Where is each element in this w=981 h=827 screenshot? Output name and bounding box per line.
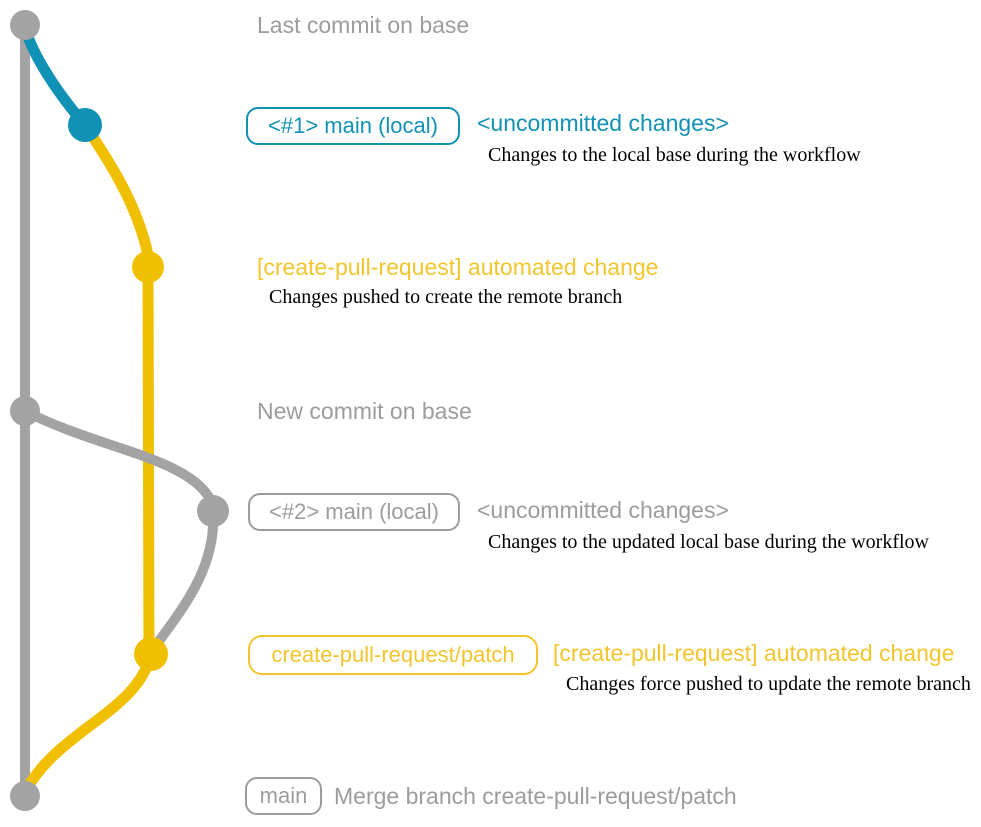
uncommitted-changes-tag-1: <uncommitted changes>	[477, 110, 729, 136]
automated-change-desc-1: Changes pushed to create the remote bran…	[269, 286, 623, 308]
uncommitted-changes-tag-2: <uncommitted changes>	[477, 497, 729, 523]
merge-commit-message: Merge branch create-pull-request/patch	[334, 783, 737, 809]
branch-badge-pr-patch: create-pull-request/patch	[248, 635, 538, 675]
branch-badge-main-local-1-label: <#1> main (local)	[268, 113, 438, 138]
pr-merge-line	[19, 648, 157, 798]
commit-dot-new-base	[10, 396, 40, 426]
commit-dot-merge	[10, 781, 40, 811]
commit-dot-pr-1	[132, 251, 164, 283]
branch-badge-main-local-2-label: <#2> main (local)	[269, 499, 439, 524]
local-main-branch-line	[19, 22, 91, 131]
automated-change-desc-2: Changes force pushed to update the remot…	[566, 673, 971, 695]
last-commit-label: Last commit on base	[257, 12, 470, 38]
local-main-2-branch-line	[20, 406, 218, 516]
new-commit-label: New commit on base	[257, 398, 472, 424]
branch-badge-pr-patch-label: create-pull-request/patch	[271, 642, 515, 667]
commit-dot-last-base	[10, 10, 40, 40]
branch-badge-main-label: main	[259, 783, 308, 808]
branch-badge-main-local-2: <#2> main (local)	[248, 493, 460, 531]
pr-branch-line	[79, 119, 155, 660]
automated-change-title-2: [create-pull-request] automated change	[553, 640, 955, 666]
uncommitted-changes-desc-2: Changes to the updated local base during…	[488, 531, 929, 553]
branch-badge-main: main	[245, 777, 322, 815]
uncommitted-changes-desc-1: Changes to the local base during the wor…	[488, 144, 861, 166]
commit-dot-local-main-1	[68, 108, 102, 142]
commit-dot-local-main-2	[197, 495, 229, 527]
commit-dot-pr-2	[134, 637, 168, 671]
automated-change-title-1: [create-pull-request] automated change	[257, 254, 659, 280]
local-main-2-merge-line	[149, 506, 219, 653]
branch-badge-main-local-1: <#1> main (local)	[246, 107, 460, 145]
